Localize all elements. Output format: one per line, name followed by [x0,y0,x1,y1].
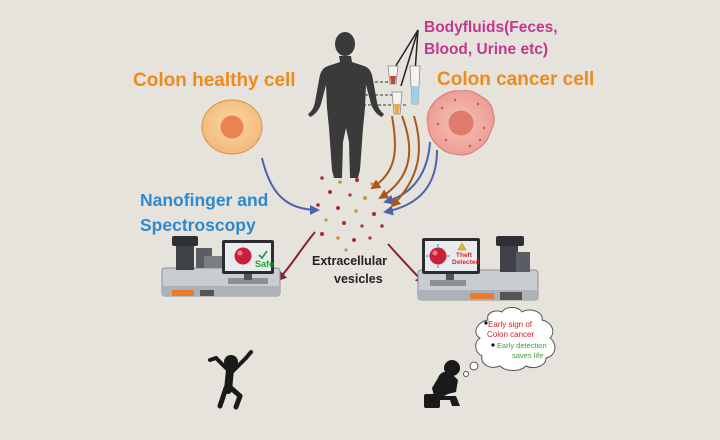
extracellular-vesicles-label: Extracellular [312,254,388,268]
theft-detected-label: Detected [452,259,480,266]
bodyfluids-label: Bodyfluids(Feces, [424,19,558,36]
warning-icon [457,242,467,251]
arrow-ev-to-left-instrument [276,231,316,282]
nanofinger-label: Spectroscopy [140,215,256,235]
sad-person-icon [424,360,460,408]
human-body-icon [308,32,384,178]
thought-cloud-icon [463,307,556,377]
bullet-dot [491,343,495,347]
monitor-icon [422,238,480,280]
extracellular-vesicle-dots [316,176,384,252]
early-detection-label: Early detection [497,341,547,350]
sampling-lines [391,29,419,87]
early-sign-label: Early sign of [488,320,533,329]
test-tube-icon [387,65,399,85]
healthy-cell-icon [201,99,263,155]
bullet-dot [484,321,488,325]
test-tube-icon [391,91,403,115]
happy-person-icon [208,350,253,410]
early-detection-label: saves life [512,351,544,360]
early-sign-label: Colon cancer [487,330,535,339]
microscope-icon [417,236,539,301]
theft-detected-label: Theft [456,252,472,259]
extracellular-vesicles-label: vesicles [334,272,383,286]
checkmark-icon [258,250,268,260]
arrows [261,115,438,285]
healthy-cell-label: Colon healthy cell [133,70,296,91]
cancer-cell-icon [426,90,495,156]
nanofinger-label: Nanofinger and [140,190,269,210]
arrow-fluid-to-ev-2 [378,115,411,200]
bodyfluids-label: Blood, Urine etc) [424,41,549,58]
arrow-fluid-to-ev-3 [390,115,420,208]
arrow-healthy-to-ev [261,157,320,215]
arrow-fluid-to-ev [370,115,397,190]
arrow-cancer-to-ev [383,149,438,216]
test-tube-icon [409,65,421,105]
cancer-cell-label: Colon cancer cell [437,69,595,90]
safe-label: Safe [255,259,275,269]
